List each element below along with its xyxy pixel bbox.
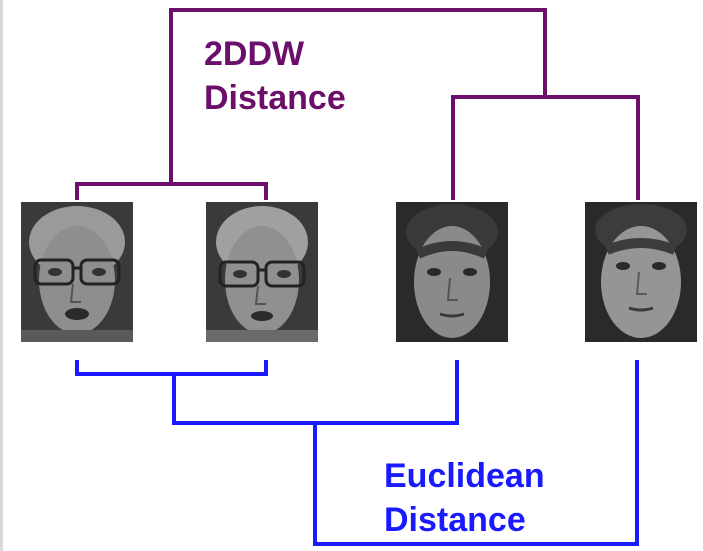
bottom-link-face-3	[172, 360, 459, 425]
bottom-cluster-label: Euclidean Distance	[384, 454, 545, 542]
bottom-label-line1: Euclidean	[384, 457, 545, 495]
face-image-4	[585, 202, 697, 342]
bottom-dendrogram	[75, 360, 639, 546]
top-label-line1: 2DDW	[204, 35, 305, 73]
top-label-line2: Distance	[204, 79, 346, 117]
left-border	[0, 0, 3, 551]
top-cluster-label: 2DDW Distance	[204, 32, 346, 120]
top-link-faces-3-4	[451, 95, 640, 200]
top-link-root	[169, 8, 547, 184]
top-link-faces-1-2	[75, 182, 268, 200]
bottom-link-faces-1-2	[75, 360, 268, 376]
face-image-1	[21, 202, 133, 342]
bottom-label-line2: Distance	[384, 501, 526, 539]
face-image-2	[206, 202, 318, 342]
bottom-link-root	[313, 360, 639, 546]
top-dendrogram	[75, 8, 640, 200]
face-image-3	[396, 202, 508, 342]
